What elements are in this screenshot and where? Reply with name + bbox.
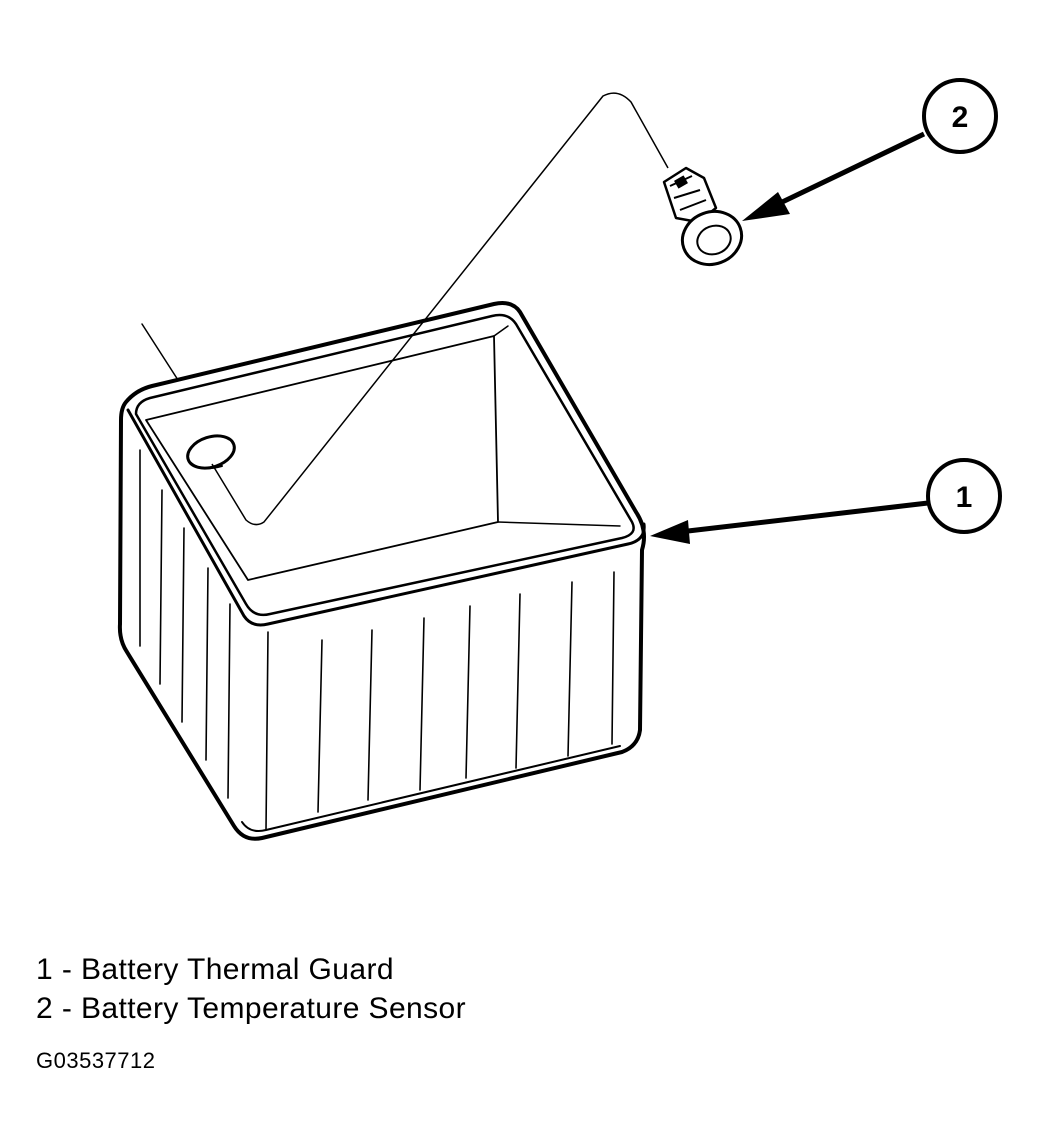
legend-item-1-separator: - (53, 953, 81, 986)
battery-thermal-guard (117, 301, 646, 841)
legend-item-2: 2 - Battery Temperature Sensor (36, 989, 466, 1028)
callout-1-arrow (687, 500, 929, 534)
callout-2-circle (922, 78, 998, 154)
callout-2-arrow (774, 131, 926, 208)
callout-2-arrowhead (742, 192, 790, 221)
legend-item-1-text: Battery Thermal Guard (80, 953, 394, 986)
legend-item-2-number: 2 (36, 992, 54, 1025)
battery-temperature-sensor (662, 166, 744, 266)
callout-2-number: 2 (952, 101, 969, 134)
callout-2: 2 (742, 78, 998, 221)
figure-id: G03537712 (36, 1048, 156, 1073)
callout-1-number: 1 (956, 481, 973, 514)
callout-1-circle (926, 458, 1002, 534)
legend: 1 - Battery Thermal Guard 2 - Battery Te… (36, 950, 466, 1028)
legend-item-1-number: 1 (36, 953, 54, 986)
legend-item-2-separator: - (53, 992, 81, 1025)
sensor-wire (211, 92, 669, 526)
legend-item-1: 1 - Battery Thermal Guard (36, 950, 466, 989)
callout-1-arrowhead (650, 520, 690, 544)
callout-1: 1 (650, 458, 1002, 544)
legend-item-2-text: Battery Temperature Sensor (80, 992, 467, 1025)
